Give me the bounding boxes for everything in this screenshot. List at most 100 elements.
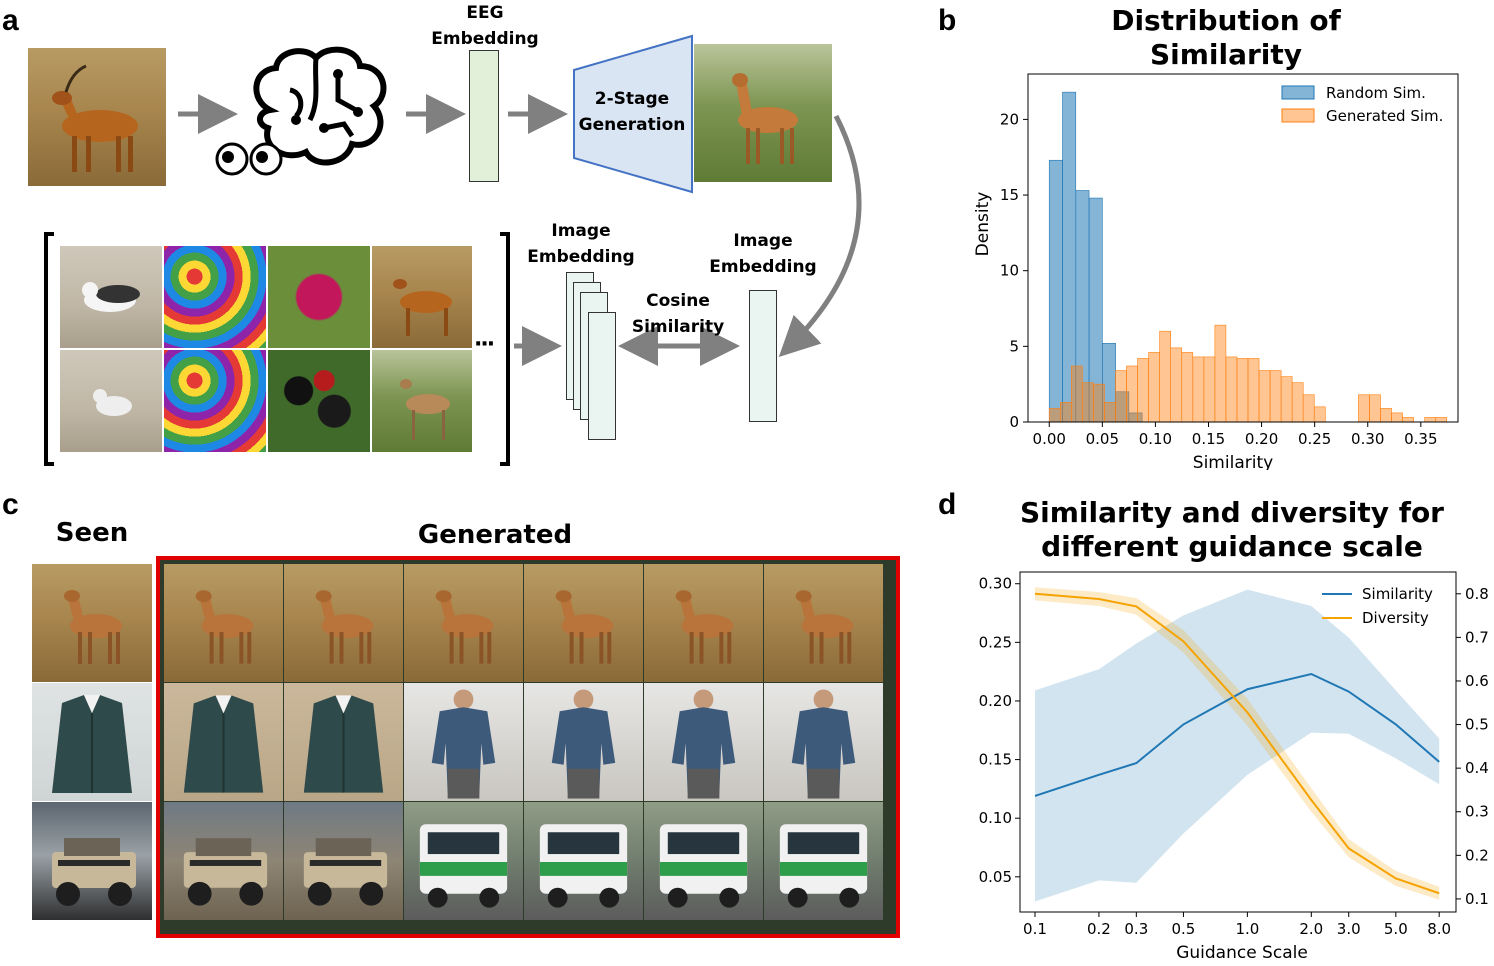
hist-bar: [1159, 330, 1171, 423]
generated-van-image: [404, 802, 523, 920]
legend-label: Diversity: [1362, 609, 1429, 627]
hist-bar: [1126, 365, 1138, 423]
candidate-antelope-image: [372, 246, 472, 348]
hist-bar: [1358, 394, 1370, 423]
legend-swatch: [1281, 108, 1315, 123]
generated-antelope-image: [164, 564, 283, 682]
guidance-title: Similarity and diversity for different g…: [1019, 496, 1444, 563]
hist-bar: [1402, 417, 1414, 423]
y-left-tick-label: 0.05: [979, 868, 1012, 886]
x-tick-label: 5.0: [1384, 920, 1408, 938]
hist-bar: [1391, 412, 1403, 423]
hist-bar: [1214, 324, 1227, 423]
y-right-tick-label: 0.4: [1465, 759, 1489, 777]
y-right-tick-label: 0.5: [1465, 716, 1489, 734]
x-tick-label: 1.0: [1235, 920, 1259, 938]
y-right-tick-label: 0.6: [1465, 672, 1489, 690]
panel-label-a: a: [2, 4, 19, 37]
hist-bar: [1170, 347, 1183, 423]
input-antelope-image: [28, 48, 166, 186]
x-tick-label: 0.3: [1124, 920, 1148, 938]
hist-bar: [1269, 370, 1282, 423]
image-embedding-left-label: Image Embedding: [527, 221, 635, 267]
hist-bar: [1302, 394, 1315, 423]
y-tick-label: 5: [1009, 337, 1019, 355]
image-embedding-right-label: Image Embedding: [709, 231, 817, 277]
panel-label-d: d: [938, 488, 957, 521]
plot-frame: [1019, 571, 1457, 913]
candidate-seabird-image: [60, 350, 162, 452]
hist-bar: [1424, 417, 1437, 423]
y-left-tick-label: 0.30: [979, 575, 1012, 593]
hist-bar: [1071, 365, 1083, 423]
hist-bar: [1236, 358, 1249, 423]
generated-antelope-image: [644, 564, 763, 682]
hist-bar: [1435, 417, 1448, 423]
y-left-tick-label: 0.25: [979, 633, 1012, 651]
y-left-tick-label: 0.10: [979, 809, 1012, 827]
generated-shirt-image: [764, 683, 883, 801]
similarity-band: [1034, 589, 1440, 902]
x-tick-label: 0.1: [1023, 920, 1047, 938]
x-tick-label: 0.10: [1139, 430, 1172, 448]
y-right-tick-label: 0.7: [1465, 628, 1489, 646]
generated-shirt-image: [524, 683, 643, 801]
hist-bar: [1203, 356, 1216, 423]
generated-embedding-box: [749, 290, 777, 422]
hist-bar: [1181, 352, 1194, 423]
plot-frame: [1027, 73, 1459, 423]
x-axis-label: Guidance Scale: [1176, 943, 1308, 963]
hist-bar: [1048, 408, 1061, 423]
ellipsis: ···: [474, 332, 495, 357]
two-stage-generation-label: 2-Stage Generation: [578, 89, 686, 135]
y-left-tick-label: 0.20: [979, 692, 1012, 710]
y-right-tick-label: 0.8: [1465, 585, 1489, 603]
hist-bar: [1291, 382, 1304, 423]
x-axis-label: Similarity: [1193, 453, 1273, 470]
hist-bar: [1247, 358, 1260, 423]
hist-bar: [1059, 402, 1072, 423]
hist-bar: [1137, 358, 1149, 423]
candidate-seagull-image: [60, 246, 162, 348]
x-tick-label: 0.00: [1033, 430, 1066, 448]
generated-antelope-image: [764, 564, 883, 682]
hist-bar: [1313, 406, 1326, 423]
seen-antelope-image: [32, 564, 152, 682]
generated-jacket-image: [164, 683, 283, 801]
eyes-icon: [215, 142, 283, 176]
x-tick-label: 0.35: [1404, 430, 1437, 448]
hist-bar: [1115, 370, 1127, 423]
legend-label: Similarity: [1362, 585, 1433, 603]
x-tick-label: 0.2: [1087, 920, 1111, 938]
hist-bar: [1048, 159, 1063, 423]
candidate-jellybeans-image: [164, 246, 266, 348]
generated-van-image: [524, 802, 643, 920]
diversity-line: [1034, 592, 1440, 895]
generated-van-image: [644, 802, 763, 920]
hist-title: Distribution of Similarity: [1111, 4, 1341, 71]
hist-bar: [1082, 382, 1094, 423]
x-tick-label: 0.25: [1298, 430, 1331, 448]
hist-bar: [1280, 376, 1293, 423]
x-tick-label: 0.30: [1351, 430, 1384, 448]
generated-jeep-image: [164, 802, 283, 920]
candidate-deer-image: [372, 350, 472, 452]
x-tick-label: 3.0: [1337, 920, 1361, 938]
legend-label: Random Sim.: [1326, 84, 1426, 102]
generated-antelope-image: [694, 44, 832, 182]
similarity-line: [1034, 672, 1440, 797]
generated-label: Generated: [417, 520, 573, 550]
generated-antelope-image: [284, 564, 403, 682]
legend-swatch: [1281, 85, 1315, 100]
candidate-bracket: [44, 232, 510, 466]
candidate-jellybeans2-image: [164, 350, 266, 452]
y-tick-label: 0: [1009, 413, 1019, 431]
hist-bar: [1225, 356, 1238, 423]
x-tick-label: 0.20: [1245, 430, 1278, 448]
generated-jeep-image: [284, 802, 403, 920]
panel-label-c: c: [2, 488, 19, 521]
generated-shirt-image: [404, 683, 523, 801]
x-tick-label: 0.05: [1086, 430, 1119, 448]
